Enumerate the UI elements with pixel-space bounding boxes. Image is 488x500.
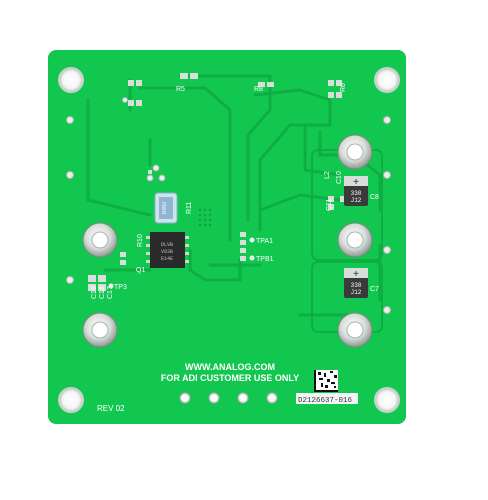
header-pins — [179, 392, 278, 404]
part-number-plate — [296, 393, 358, 404]
label-r10: R10 — [137, 234, 144, 247]
standoff-top-right — [374, 67, 400, 93]
resistor-r11: R050 — [154, 192, 178, 224]
c7-marking-line2: J12 — [351, 289, 362, 296]
label-tp3: TP3 — [114, 284, 127, 291]
terminal-pads — [82, 134, 373, 348]
q1-marking-line2: V83B — [161, 249, 173, 255]
terminal-pad — [82, 222, 118, 258]
test-point-markers — [108, 237, 255, 289]
label-c19: C19 — [91, 286, 98, 299]
label-c17: C17 — [107, 286, 114, 299]
label-r5: R5 — [176, 86, 185, 93]
test-point-holes — [66, 97, 391, 314]
c8-marking-line1: 330 — [351, 190, 362, 197]
standoff-top-left — [58, 67, 84, 93]
smd-pads — [88, 73, 346, 291]
label-tpa1: TPA1 — [256, 238, 273, 245]
label-c18: C18 — [99, 286, 106, 299]
label-r11: R11 — [186, 202, 193, 214]
label-r8: R8 — [254, 86, 263, 93]
website-url: WWW.ANALOG.COM — [185, 362, 275, 372]
label-r6: R6 — [340, 83, 347, 92]
corner-standoffs — [58, 67, 400, 413]
terminal-pad — [337, 222, 373, 258]
pcb-board — [48, 50, 406, 424]
q1-marking-line1: DLVB — [161, 242, 173, 248]
terminal-pad — [82, 312, 118, 348]
label-q1: Q1 — [136, 267, 145, 274]
c7-plus-icon: + — [353, 269, 359, 280]
datamatrix-barcode — [314, 370, 338, 392]
part-number: D2126637-016 — [298, 397, 353, 405]
q1-marking-line3: E14E — [161, 256, 173, 262]
capacitor-c7: + 330 J12 — [344, 268, 368, 298]
label-c7: C7 — [370, 286, 379, 293]
label-l2: L2 — [324, 171, 331, 179]
standoff-bottom-right — [374, 387, 400, 413]
standoff-bottom-left — [58, 387, 84, 413]
label-c10: C10 — [336, 171, 343, 184]
r11-marking: R050 — [162, 202, 168, 214]
revision-label: REV 02 — [97, 404, 125, 413]
usage-note: FOR ADI CUSTOMER USE ONLY — [161, 373, 299, 383]
c7-marking-line1: 330 — [351, 282, 362, 289]
c8-marking-line2: J12 — [351, 197, 362, 204]
silkscreen-labels: R5 R8 R6 R11 R10 Q1 TPA1 TPB1 TP3 C19 C1… — [91, 83, 379, 299]
label-c8: C8 — [370, 194, 379, 201]
capacitor-c8: + 330 J12 — [344, 176, 368, 206]
c8-plus-icon: + — [353, 177, 359, 188]
label-c11: C11 — [326, 199, 333, 211]
terminal-pad — [337, 134, 373, 170]
via-field — [198, 208, 212, 227]
chip-q1: DLVB V83B E14E — [146, 232, 189, 268]
terminal-pad — [337, 312, 373, 348]
label-tpb1: TPB1 — [256, 256, 274, 263]
